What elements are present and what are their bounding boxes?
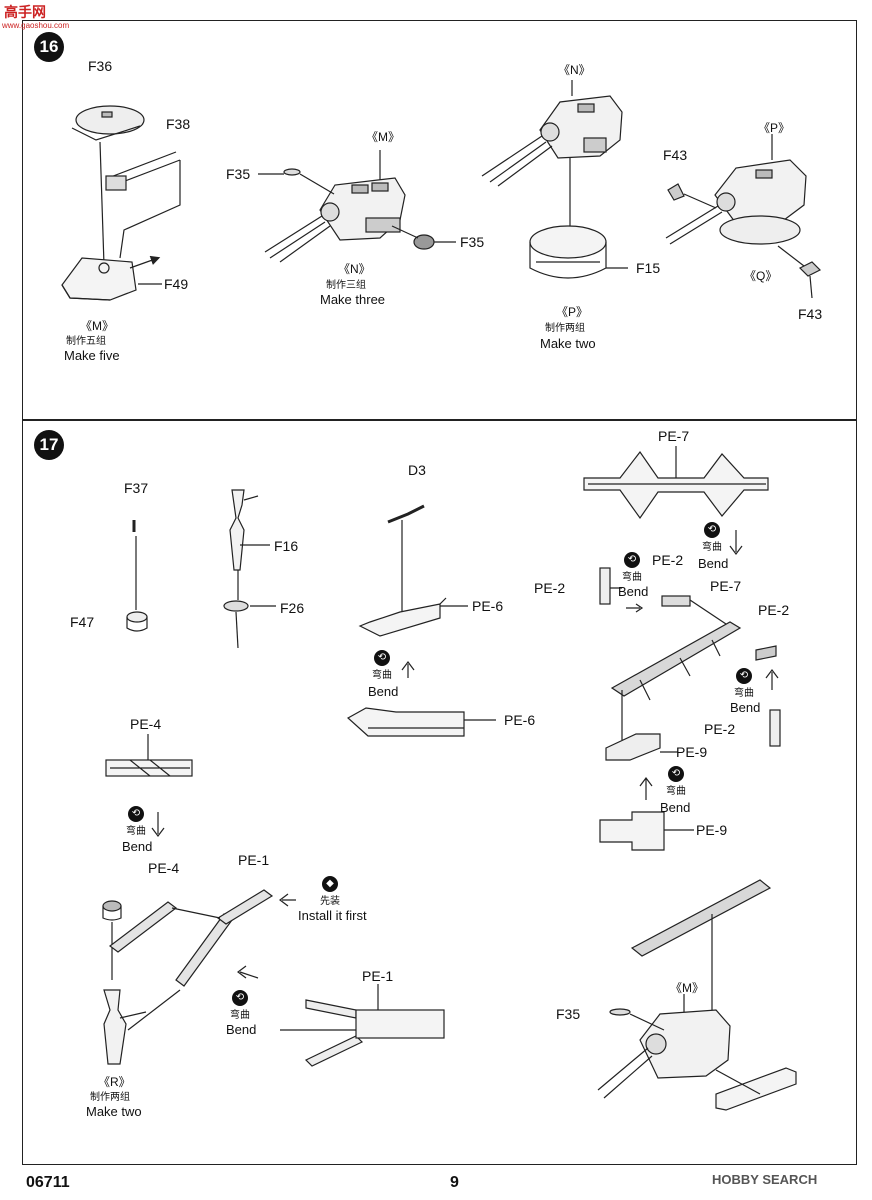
make-three-cn: 制作三组 [326,280,366,291]
bend-icon: ⟲ [128,806,144,822]
label-pe2-a: PE-2 [534,580,566,596]
label-pe4-a: PE-4 [130,716,162,732]
install-first-cn: 先装 [320,896,340,907]
bend-icon: ⟲ [374,650,390,666]
tag-m-top: 《M》 [366,130,400,144]
label-f43-b: F43 [798,306,823,322]
label-f47: F47 [70,614,95,630]
part-pe6-top [358,597,447,637]
tag-m-final: 《M》 [670,981,704,995]
step17-panel [22,420,857,1165]
tag-m: 《M》 [80,319,114,333]
make-three-en: Make three [320,292,386,307]
label-pe4-b: PE-4 [148,860,180,876]
part-pe4-flat [105,759,193,777]
label-f35-a: F35 [226,166,251,182]
part-f16 [229,489,270,571]
make-two-en: Make two [540,336,596,351]
label-f36: F36 [88,58,113,74]
bend-en-6: Bend [122,839,153,854]
bend-cn-1: 弯曲 [372,670,392,681]
label-pe6-b: PE-6 [504,712,536,728]
label-d3: D3 [408,462,426,478]
bend-icon: ⟲ [624,552,640,568]
final-assembly [597,879,797,1111]
label-pe7-a: PE-7 [658,428,690,444]
make-two-r-en: Make two [86,1104,142,1119]
bend-cn-2: 弯曲 [702,542,722,553]
label-f26: F26 [280,600,305,616]
tag-n-top: 《N》 [558,63,591,77]
make-two-r-cn: 制作两组 [90,1092,130,1103]
step-number-17: 17 [34,430,64,460]
label-pe1-a: PE-1 [238,852,270,868]
label-f49: F49 [164,276,189,292]
label-pe7-b: PE-7 [710,578,742,594]
brand-watermark: HOBBY SEARCH [712,1172,818,1187]
turret-p [665,159,807,245]
part-f49 [61,257,137,301]
part-f38 [105,151,181,191]
tag-n: 《N》 [338,262,371,276]
bend-cn-4: 弯曲 [734,688,754,699]
product-code: 06711 [26,1174,70,1191]
label-f16: F16 [274,538,299,554]
bend-cn-7: 弯曲 [230,1010,250,1021]
bend-en-7: Bend [226,1022,257,1037]
bend-icon: ⟲ [232,990,248,1006]
label-pe9-b: PE-9 [696,822,728,838]
part-pe1 [280,999,445,1067]
make-five-cn: 制作五组 [66,336,106,347]
page-number: 9 [450,1174,459,1191]
bend-en-5: Bend [660,800,691,815]
step16-panel [22,20,857,420]
turret-n [481,95,623,187]
bend-en-3: Bend [618,584,649,599]
label-pe2-b: PE-2 [652,552,684,568]
part-f47 [126,611,148,632]
label-pe2-c: PE-2 [758,602,790,618]
part-pe7-flat [583,450,769,520]
bend-en-4: Bend [730,700,761,715]
bend-icon: ⟲ [736,668,752,684]
label-pe2-d: PE-2 [704,721,736,737]
tag-r: 《R》 [98,1075,131,1089]
part-f15 [529,225,607,279]
step-number-16: 16 [34,32,64,62]
label-f15: F15 [636,260,661,276]
turret-m [264,177,406,263]
label-f35-b: F35 [460,234,485,250]
bend-cn-6: 弯曲 [126,826,146,837]
bend-cn-3: 弯曲 [622,572,642,583]
label-f37: F37 [124,480,149,496]
bend-en-2: Bend [698,556,729,571]
bend-en-1: Bend [368,684,399,699]
part-f36 [71,105,145,141]
make-five-en: Make five [64,348,120,363]
site-watermark-url: www.gaoshou.com [2,21,70,30]
label-pe1-b: PE-1 [362,968,394,984]
part-pe6-flat [346,707,465,737]
part-pe9-assembled [605,733,661,761]
bend-icon: ⟲ [668,766,684,782]
label-f43-a: F43 [663,147,688,163]
make-two-cn: 制作两组 [545,323,585,334]
label-pe6-a: PE-6 [472,598,504,614]
part-pe7-assembled [610,621,742,701]
tag-p-top: 《P》 [758,121,791,135]
label-pe9-a: PE-9 [676,744,708,760]
bend-cn-5: 弯曲 [666,786,686,797]
part-pe9-flat [599,811,665,851]
label-f38: F38 [166,116,191,132]
tag-q: 《Q》 [744,269,778,283]
label-f35-c: F35 [556,1006,581,1022]
site-watermark: 高手网 [4,4,46,20]
install-first-en: Install it first [298,908,367,923]
bend-icon: ⟲ [704,522,720,538]
install-first-icon: ◆ [322,876,338,892]
tag-p: 《P》 [556,305,589,319]
